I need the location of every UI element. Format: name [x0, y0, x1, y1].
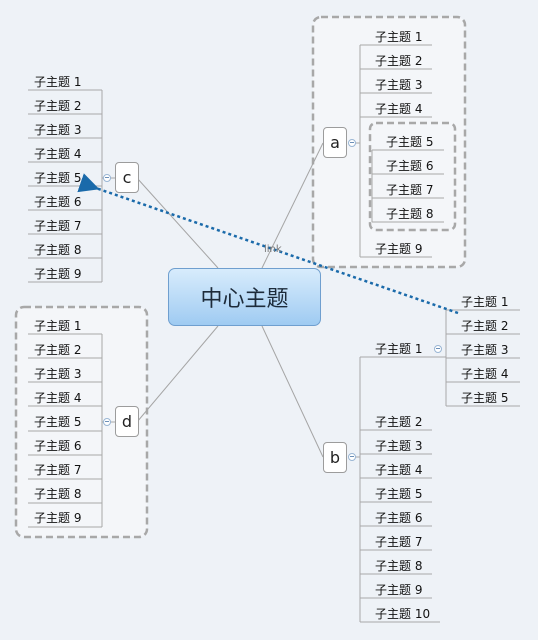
collapse-toggle-b[interactable]: [348, 453, 356, 461]
subtopic-b-1-4[interactable]: 子主题 4: [461, 367, 509, 381]
main-topic-d[interactable]: d: [115, 406, 139, 437]
central-topic[interactable]: 中心主题: [168, 268, 321, 326]
subtopic-a-3[interactable]: 子主题 3: [375, 78, 423, 92]
subtopic-b-1-5[interactable]: 子主题 5: [461, 391, 509, 405]
subtopic-b-10[interactable]: 子主题 10: [375, 607, 431, 621]
subtopic-b-5[interactable]: 子主题 5: [375, 487, 423, 501]
subtopic-a-1[interactable]: 子主题 1: [375, 30, 423, 44]
subtopic-b-7[interactable]: 子主题 7: [375, 535, 423, 549]
subtopic-d-2[interactable]: 子主题 2: [34, 343, 82, 357]
subtopic-c-5[interactable]: 子主题 5: [34, 171, 82, 185]
subtopic-b-1-1[interactable]: 子主题 1: [461, 295, 509, 309]
subtopic-c-3[interactable]: 子主题 3: [34, 123, 82, 137]
subtopic-d-8[interactable]: 子主题 8: [34, 487, 82, 501]
relationship-line[interactable]: [77, 173, 459, 315]
subtopic-d-7[interactable]: 子主题 7: [34, 463, 82, 477]
subtopic-d-6[interactable]: 子主题 6: [34, 439, 82, 453]
subtopic-d-3[interactable]: 子主题 3: [34, 367, 82, 381]
subtopic-c-4[interactable]: 子主题 4: [34, 147, 82, 161]
connector-center-a: [261, 142, 324, 269]
subtopic-a-5[interactable]: 子主题 5: [386, 135, 434, 149]
subtopic-c-8[interactable]: 子主题 8: [34, 243, 82, 257]
relationship-label: link: [264, 244, 282, 255]
subtopic-d-4[interactable]: 子主题 4: [34, 391, 82, 405]
subtopic-a-8[interactable]: 子主题 8: [386, 207, 434, 221]
subtopic-b-4[interactable]: 子主题 4: [375, 463, 423, 477]
subtopic-b-9[interactable]: 子主题 9: [375, 583, 423, 597]
subtopic-a-7[interactable]: 子主题 7: [386, 183, 434, 197]
subtopic-a-2[interactable]: 子主题 2: [375, 54, 423, 68]
connector-center-d: [136, 325, 219, 423]
subtopic-b-1[interactable]: 子主题 1: [375, 342, 423, 356]
main-topic-c[interactable]: c: [115, 162, 139, 193]
subtopic-b-8[interactable]: 子主题 8: [375, 559, 423, 573]
collapse-toggle-c[interactable]: [103, 174, 111, 182]
subtopic-a-6[interactable]: 子主题 6: [386, 159, 434, 173]
subtopic-c-6[interactable]: 子主题 6: [34, 195, 82, 209]
subtopic-c-1[interactable]: 子主题 1: [34, 75, 82, 89]
subtopic-d-9[interactable]: 子主题 9: [34, 511, 82, 525]
connector-center-c: [136, 177, 219, 269]
subtopic-c-2[interactable]: 子主题 2: [34, 99, 82, 113]
subtopic-a-9[interactable]: 子主题 9: [375, 242, 423, 256]
subtopic-a-4[interactable]: 子主题 4: [375, 102, 423, 116]
collapse-toggle-b-nested[interactable]: [434, 345, 442, 353]
collapse-toggle-d[interactable]: [103, 418, 111, 426]
subtopic-c-9[interactable]: 子主题 9: [34, 267, 82, 281]
subtopic-b-1-3[interactable]: 子主题 3: [461, 343, 509, 357]
subtopic-d-1[interactable]: 子主题 1: [34, 319, 82, 333]
collapse-toggle-a[interactable]: [348, 139, 356, 147]
connector-center-b: [261, 325, 324, 458]
subtopic-b-1-2[interactable]: 子主题 2: [461, 319, 509, 333]
subtopic-c-7[interactable]: 子主题 7: [34, 219, 82, 233]
subtopic-b-2[interactable]: 子主题 2: [375, 415, 423, 429]
subtopic-b-6[interactable]: 子主题 6: [375, 511, 423, 525]
main-topic-a[interactable]: a: [323, 127, 347, 158]
subtopic-d-5[interactable]: 子主题 5: [34, 415, 82, 429]
main-topic-b[interactable]: b: [323, 442, 347, 473]
subtopic-b-3[interactable]: 子主题 3: [375, 439, 423, 453]
